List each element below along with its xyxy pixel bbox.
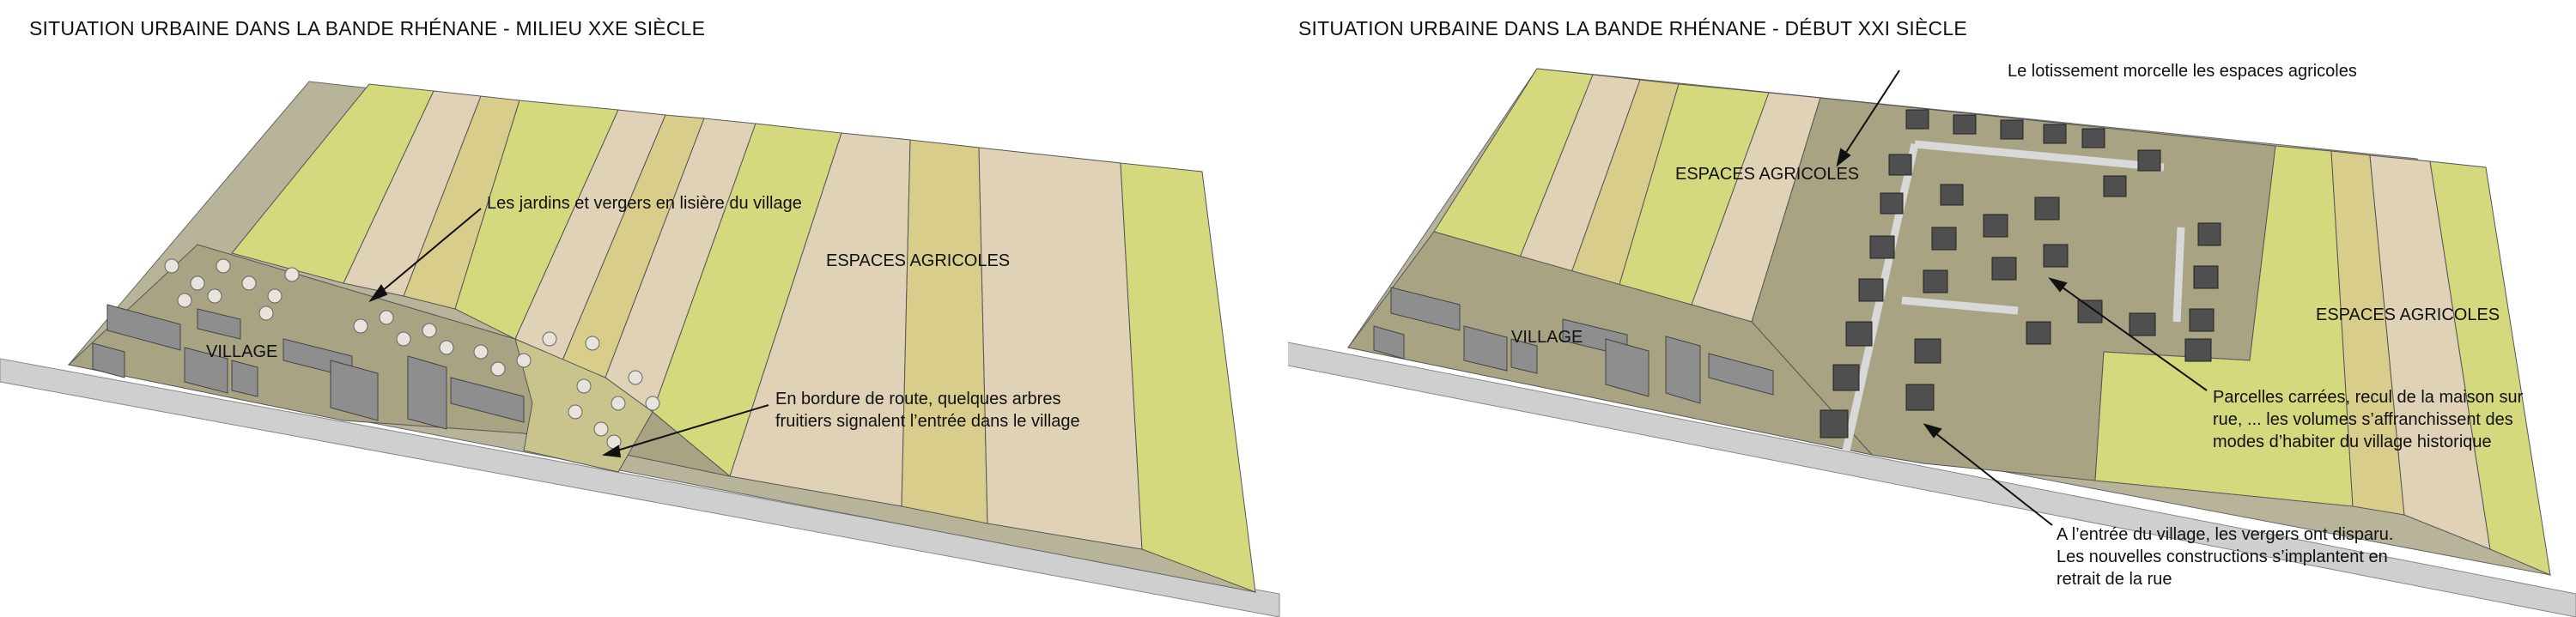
- house: [1390, 287, 1461, 331]
- field-strip: [2429, 160, 2551, 576]
- modern-house: [2034, 197, 2060, 221]
- label-village: VILLAGE: [206, 342, 278, 361]
- annotation-arrows: [1836, 70, 2208, 526]
- arrow-head: [1836, 148, 1851, 167]
- modern-house: [2077, 299, 2103, 324]
- modern-house: [1858, 278, 1884, 302]
- modern-house: [2000, 119, 2024, 140]
- house: [1510, 338, 1538, 374]
- arrow-entree: [1929, 428, 2053, 526]
- modern-house: [2043, 244, 2069, 268]
- modern-house: [1953, 114, 1977, 135]
- house: [1665, 336, 1701, 404]
- modern-house: [1888, 154, 1912, 176]
- panel-early-21st-century: SITUATION URBAINE DANS LA BANDE RHÉNANE …: [1288, 0, 2576, 617]
- road: [0, 358, 1280, 617]
- panel-mid-20th-century: SITUATION URBAINE DANS LA BANDE RHÉNANE …: [0, 17, 1280, 617]
- label-espaces-agricoles: ESPACES AGRICOLES: [826, 251, 1011, 270]
- arrow-lotissement: [1841, 70, 1900, 160]
- modern-house: [2043, 124, 2067, 144]
- house: [1463, 325, 1508, 372]
- arrow-route: [611, 404, 769, 453]
- modern-house: [2081, 128, 2105, 148]
- street: [2172, 227, 2185, 323]
- arrow-parcelles: [2056, 282, 2208, 391]
- annotation-line: rue, ... les volumes s’affranchissent de…: [2213, 410, 2513, 429]
- label-espaces-agricoles-right: ESPACES AGRICOLES: [2316, 305, 2500, 324]
- annotation-arrows: [368, 208, 769, 458]
- modern-house: [1991, 257, 2017, 281]
- modern-house: [2129, 312, 2156, 336]
- road: [1288, 342, 2576, 617]
- modern-house: [2193, 265, 2219, 289]
- house: [330, 360, 379, 421]
- modern-house: [1820, 409, 1849, 439]
- annotation-parcelles: Parcelles carrées, recul de la maison su…: [2213, 386, 2523, 453]
- modern-house: [1880, 192, 1904, 215]
- arrow-head: [2048, 277, 2068, 293]
- house: [450, 377, 525, 423]
- modern-house: [1923, 269, 1948, 293]
- modern-houses: [1820, 109, 2221, 439]
- street: [1901, 296, 2019, 315]
- modern-house: [1869, 235, 1895, 259]
- house: [231, 360, 258, 397]
- modern-house: [1931, 227, 1957, 251]
- annotation-line: Les nouvelles constructions s’implantent…: [2057, 547, 2388, 566]
- annotation-jardins-vergers: Les jardins et vergers en lisière du vil…: [487, 194, 802, 213]
- annotation-line: modes d’habiter du village historique: [2213, 433, 2492, 451]
- arrow-head: [368, 284, 388, 303]
- modern-house: [2103, 175, 2127, 197]
- house: [106, 304, 181, 351]
- village-houses: [1373, 287, 1774, 404]
- label-village: VILLAGE: [1511, 328, 1583, 347]
- modern-house: [1905, 384, 1935, 411]
- panel-title: SITUATION URBAINE DANS LA BANDE RHÉNANE …: [29, 17, 706, 39]
- modern-house: [1914, 338, 1941, 364]
- modern-house: [2026, 321, 2051, 345]
- arrow-head: [602, 445, 622, 458]
- annotation-line: retrait de la rue: [2057, 570, 2172, 589]
- modern-house: [1845, 321, 1873, 347]
- aerial-illustration-left: [0, 81, 1280, 617]
- house: [407, 355, 447, 430]
- annotation-line: fruitiers signalent l’entrée dans le vil…: [775, 412, 1080, 431]
- house: [1708, 353, 1774, 396]
- modern-house: [2197, 222, 2221, 246]
- modern-house: [2137, 149, 2161, 172]
- modern-house: [1940, 184, 1964, 206]
- house: [197, 308, 241, 340]
- annotation-entree-village: A l’entrée du village, les vergers ont d…: [2057, 523, 2393, 590]
- modern-house: [1983, 214, 2008, 238]
- aerial-illustration-right: [1288, 68, 2576, 617]
- field-strip: [1120, 162, 1256, 593]
- annotation-line: A l’entrée du village, les vergers ont d…: [2057, 525, 2394, 544]
- arrow-jardins: [375, 208, 482, 297]
- modern-house: [1832, 364, 1860, 391]
- village-houses: [92, 304, 525, 430]
- field-strip: [901, 139, 988, 524]
- arrow-head: [1923, 423, 1942, 439]
- modern-house: [2184, 338, 2212, 362]
- house: [1605, 338, 1649, 397]
- modern-house: [1905, 109, 1929, 130]
- annotation-line: En bordure de route, quelques arbres: [775, 390, 1061, 408]
- label-espaces-agricoles-left: ESPACES AGRICOLES: [1675, 165, 1860, 184]
- annotation-bordure-route: En bordure de route, quelques arbres fru…: [775, 388, 1080, 433]
- modern-house: [2189, 308, 2215, 332]
- house: [92, 342, 125, 378]
- house: [184, 347, 228, 394]
- annotation-lotissement: Le lotissement morcelle les espaces agri…: [2008, 62, 2357, 81]
- panel-title: SITUATION URBAINE DANS LA BANDE RHÉNANE …: [1298, 17, 1967, 39]
- orchard-trees: [164, 258, 660, 450]
- house: [1373, 325, 1405, 360]
- street: [1914, 140, 2165, 172]
- annotation-line: Parcelles carrées, recul de la maison su…: [2213, 388, 2524, 407]
- field-strip: [978, 147, 1143, 550]
